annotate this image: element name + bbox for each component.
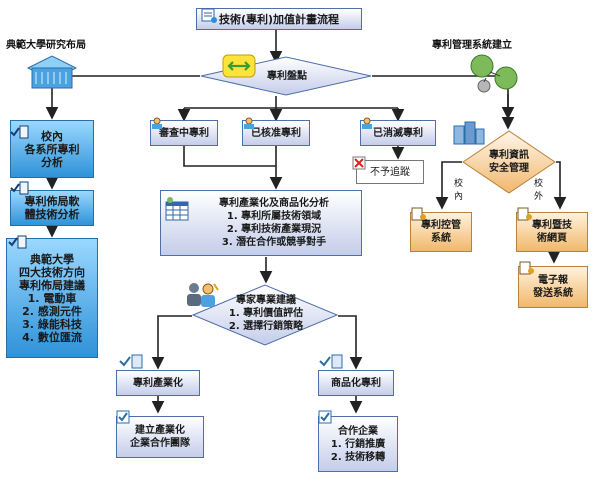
industrialization-box: 專利產業化 [116,370,200,396]
build-team-box: 建立產業化 企業合作團隊 [116,416,204,458]
no-action-label: 不予追蹤 [370,166,410,178]
campus-analysis-text: 校內 各系所專利 分析 [24,129,80,169]
document-gear-icon [519,261,534,275]
user-icon [244,117,254,129]
security-diamond [462,130,556,194]
epaper-box: 電子報 發送系統 [518,266,588,308]
expired-patent-label: 已消滅專利 [373,127,423,139]
right-header: 專利管理系統建立 [432,40,512,51]
build-team-text: 建立產業化 企業合作團隊 [130,425,190,449]
productization-label: 商品化專利 [331,377,381,389]
delete-icon [352,156,366,170]
expert-people-icon [187,283,219,307]
approved-patent-label: 已核准專利 [251,127,301,139]
certificate-icon [201,8,217,23]
check-document-icon [319,354,343,369]
title-text: 技術(專利)加值計畫流程 [218,12,340,26]
on-campus-label: 校 內 [454,179,464,202]
document-gear-icon [517,207,532,221]
cooperation-box: 合作企業 1. 行銷推廣 2. 技術移轉 [318,416,398,472]
check-icon [318,410,332,424]
check-document-icon [10,125,29,139]
software-analysis-box: 專利佈局軟 體技術分析 [10,190,94,226]
website-text: 專利暨技 術網頁 [532,220,572,244]
check-document-icon [119,354,143,369]
expert-advice-text: 專家專業建議 1. 專利價值評估 2. 選擇行銷策略 [228,295,304,332]
spreadsheet-icon [165,197,189,221]
globe-network-icon [470,54,518,93]
control-system-text: 專利控管 系統 [421,220,461,244]
epaper-text: 電子報 發送系統 [533,275,573,299]
cooperation-text: 合作企業 1. 行銷推廣 2. 技術移轉 [330,425,386,463]
strategy-box: 典範大學 四大技術方向 專利佈局建議 1. 電動車 2. 感測元件 3. 綠能科… [6,238,98,358]
title-box: 技術(專利)加值計畫流程 [196,8,362,30]
check-document-icon [10,181,29,195]
server-buildings-icon [453,121,485,145]
expert-advice-diamond [192,284,338,346]
building-icon [26,55,78,89]
strategy-text: 典範大學 四大技術方向 專利佈局建議 1. 電動車 2. 感測元件 3. 綠能科… [19,252,85,344]
user-icon [152,117,162,129]
security-text: 專利資訊 安全管理 [489,150,529,174]
check-icon [116,410,130,424]
user-icon [362,117,372,129]
patent-inventory-label: 專利盤點 [267,71,307,82]
swap-arrows-icon [222,54,256,78]
pending-patent-label: 審查中專利 [159,127,209,139]
commercialization-analysis-box: 專利產業化及商品化分析 1. 專利所屬技術領域 2. 專利技術產業現況 3. 潛… [160,190,362,256]
industrialization-label: 專利產業化 [133,377,183,389]
document-gear-icon [411,207,426,221]
productization-box: 商品化專利 [318,370,394,396]
off-campus-label: 校 外 [534,179,544,202]
expired-patent-box: 已消滅專利 [360,120,436,146]
website-box: 專利暨技 術網頁 [516,212,588,252]
left-header: 典範大學研究布局 [6,40,86,51]
no-action-box: 不予追蹤 [356,160,424,184]
campus-analysis-box: 校內 各系所專利 分析 [10,120,94,178]
commercialization-analysis-text: 專利產業化及商品化分析 1. 專利所屬技術領域 2. 專利技術產業現況 3. 潛… [219,198,329,248]
software-analysis-text: 專利佈局軟 體技術分析 [24,195,80,221]
check-document-icon [8,235,27,249]
